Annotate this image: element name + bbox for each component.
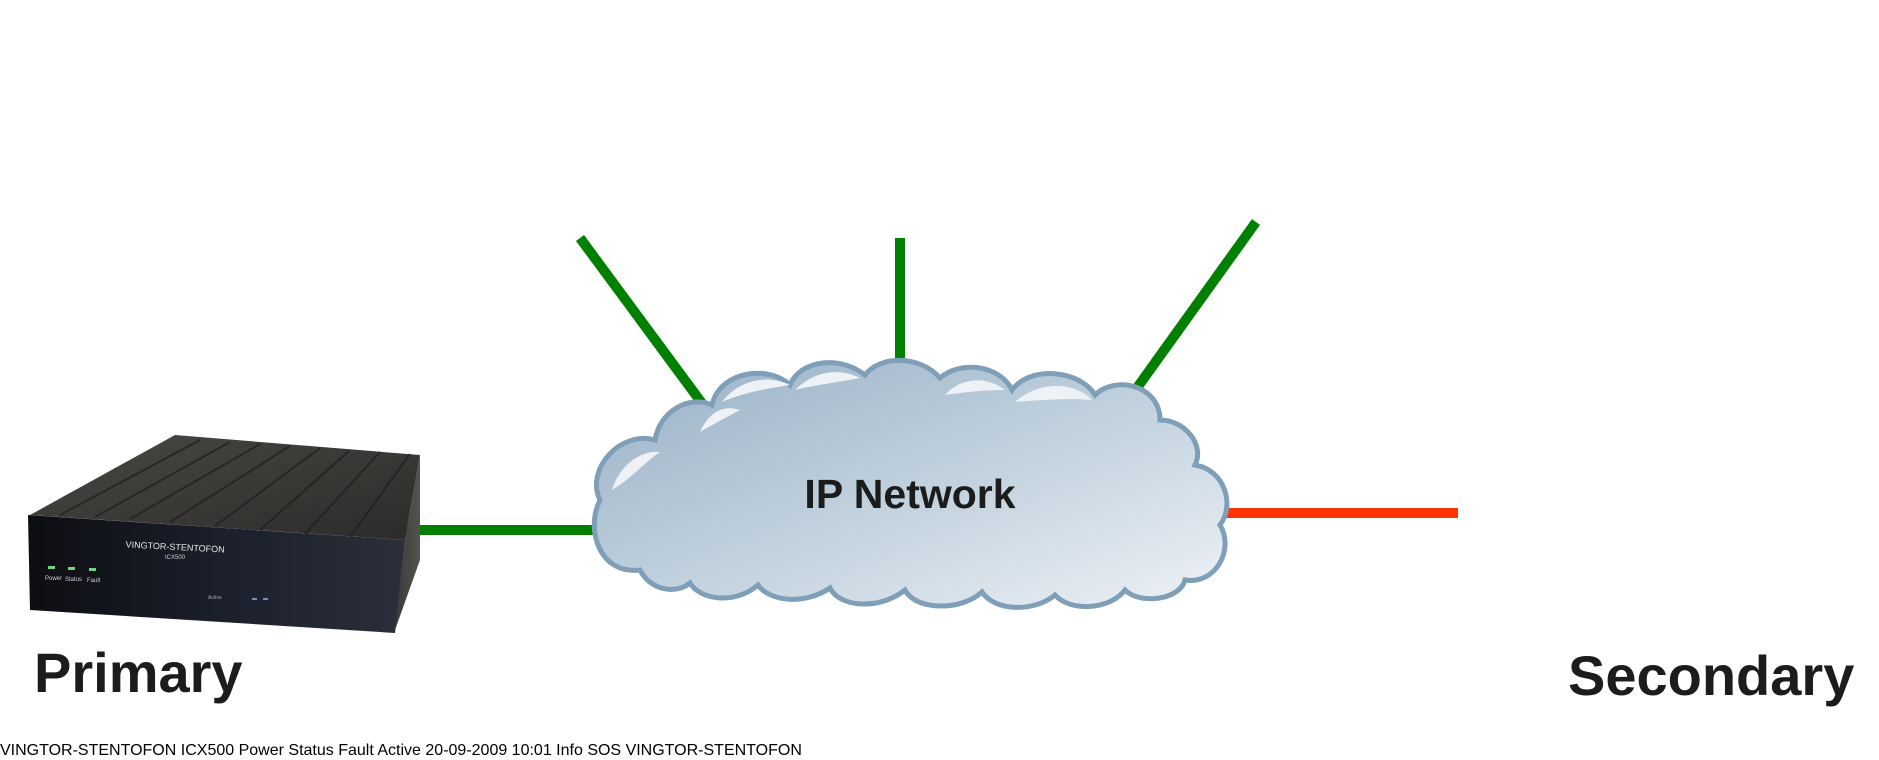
rxtx-led: [263, 598, 268, 600]
speaker-grille: 20-09-2009 10:01 123D1456D2789D3M0CD4: [425, 742, 556, 759]
led-label-status: Status: [288, 742, 334, 759]
handset-mount: 20-09-2009 10:01 123D1456D2789D3M0CD4: [425, 742, 556, 759]
server-brand: VINGTOR-STENTOFON: [0, 742, 177, 759]
power-led: [48, 566, 55, 569]
link-desk-station-to-network: [575, 235, 723, 428]
sos-button-label: SOS: [587, 742, 622, 759]
info-label-box: Info SOS VINGTOR-STENTOFON: [556, 742, 802, 759]
led-label-power: Power: [238, 742, 284, 759]
cloud-highlight: [945, 380, 1005, 395]
ip-network-cloud: IP Network: [591, 357, 1230, 610]
station-face: 20-09-2009 10:01 123D1456D2789D3M0CD4: [425, 742, 556, 759]
server-model: ICX500: [180, 742, 235, 759]
cloud-highlight: [612, 451, 660, 490]
secondary-server-label: Secondary: [1568, 644, 1855, 707]
bell-icon: VINGTOR-STENTOFON: [626, 742, 802, 759]
handset: 20-09-2009 10:01 123D1456D2789D3M0CD4: [425, 742, 556, 759]
led-label-fault: Fault: [338, 742, 374, 759]
cloud-highlight: [722, 379, 790, 402]
lcd-text: 20-09-2009 10:01: [425, 742, 552, 759]
link-help-point-to-network: [1119, 219, 1261, 409]
industrial-station: 20-09-2009 10:01 123D1456D2789D3M0CD4: [425, 742, 556, 759]
fault-led: [89, 568, 96, 571]
loudspeaker: Info SOS VINGTOR-STENTOFON: [556, 742, 802, 759]
led-label-power: Power: [45, 576, 62, 582]
help-point-panel: Info SOS VINGTOR-STENTOFON: [556, 742, 802, 759]
links: [395, 219, 1458, 535]
info-call-button[interactable]: SOS VINGTOR-STENTOFON: [587, 742, 802, 759]
fault-led: Power Status Fault Active: [239, 742, 426, 759]
sos-label-box: SOS VINGTOR-STENTOFON: [587, 742, 802, 759]
secondary-server: VINGTOR-STENTOFON ICX500 Power Status Fa…: [0, 742, 425, 759]
help-point-brand: VINGTOR-STENTOFON: [625, 742, 802, 759]
cloud-icon: [591, 357, 1230, 610]
server-side: [395, 455, 420, 630]
sos-call-button[interactable]: VINGTOR-STENTOFON: [626, 742, 802, 759]
port-label-active: Active: [208, 595, 222, 601]
status-led: [68, 567, 75, 570]
station-panel: 20-09-2009 10:01 123D1456D2789D3M0CD4: [425, 742, 556, 759]
lcd-display: 20-09-2009 10:01 123D1456D2789D3M0CD4: [425, 742, 556, 759]
cloud-label: IP Network: [804, 471, 1015, 517]
cloud-highlight: [700, 408, 740, 432]
port-label-active: Active: [377, 742, 421, 759]
power-led: Power Status Fault Active: [239, 742, 426, 759]
led-label-status: Status: [65, 577, 82, 583]
bell-icon: SOS VINGTOR-STENTOFON: [587, 742, 802, 759]
help-point: Info SOS VINGTOR-STENTOFON: [556, 742, 802, 759]
server-top: VINGTOR-STENTOFON ICX500 Power Status Fa…: [0, 742, 425, 759]
primary-server-label: Primary: [34, 641, 243, 704]
led-label-fault: Fault: [87, 578, 101, 584]
link-led: [252, 598, 257, 600]
server-model: ICX500: [165, 555, 186, 561]
network-diagram: IP Network VINGTOR-STENTOFON ICX500 Powe…: [0, 219, 1458, 759]
cloud-highlight: [795, 372, 860, 390]
cloud-highlight: [1015, 386, 1092, 402]
info-button-label: Info: [556, 742, 583, 759]
server-side: VINGTOR-STENTOFON ICX500 Power Status Fa…: [0, 742, 425, 759]
server-front: [28, 515, 405, 633]
primary-server: VINGTOR-STENTOFON ICX500 Power Status Fa…: [28, 435, 420, 633]
status-led: Power Status Fault Active: [239, 742, 426, 759]
coiled-cord: 20-09-2009 10:01 123D1456D2789D3M0CD4: [425, 742, 556, 759]
server-front: VINGTOR-STENTOFON ICX500 Power Status Fa…: [0, 742, 425, 759]
